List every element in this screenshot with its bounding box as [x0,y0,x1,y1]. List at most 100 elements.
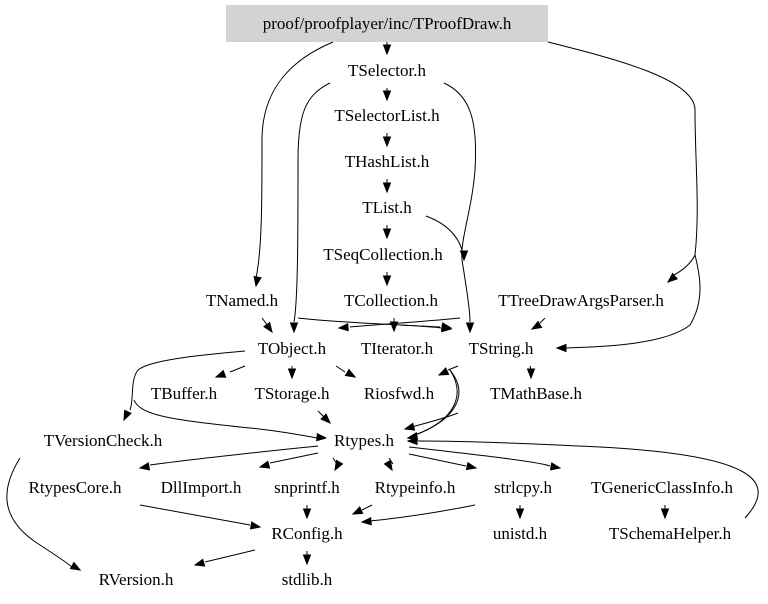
node-label: THashList.h [345,152,430,171]
edge-Rtypeinfo-to-RConfig [351,504,373,515]
arrowhead-icon [660,508,670,520]
edge-line [133,399,318,439]
edge-snprintf-to-RConfig [302,505,312,520]
node-background [36,429,170,451]
node-label: TGenericClassInfo.h [591,478,734,497]
edge-Rtypes-to-strlcpy [408,453,478,471]
node-label: snprintf.h [274,478,340,497]
node-label: DllImport.h [161,478,242,497]
node-label: TString.h [469,339,534,358]
node-TSelectorList[interactable]: TSelectorList.h [320,104,454,126]
edge-line [129,350,246,411]
node-background [142,382,226,404]
arrowhead-icon [406,436,418,446]
edge-TProofDraw-to-TNamed [253,41,334,288]
edge-TProofDraw-to-TTreeDrawArgsParser [547,41,698,283]
node-background [485,382,587,404]
node-background [459,337,543,359]
node-background [346,337,448,359]
node-TIterator[interactable]: TIterator.h [346,337,448,359]
node-label: TVersionCheck.h [44,431,163,450]
arrowhead-icon [441,323,453,333]
node-label: TSeqCollection.h [323,245,443,264]
node-background [150,476,252,498]
node-DllImport[interactable]: DllImport.h [150,476,252,498]
arrowhead-icon [334,459,344,472]
node-TGenericClassInfo[interactable]: TGenericClassInfo.h [579,476,745,498]
node-Riosfwd[interactable]: Riosfwd.h [357,382,441,404]
node-Rtypes[interactable]: Rtypes.h [326,429,402,451]
node-TNamed[interactable]: TNamed.h [204,289,280,311]
node-TBuffer[interactable]: TBuffer.h [142,382,226,404]
arrowhead-icon [403,422,416,431]
node-THashList[interactable]: THashList.h [336,150,438,172]
node-snprintf[interactable]: snprintf.h [261,476,353,498]
edge-TProofDraw-to-TSelector [382,42,392,56]
edge-TTreeDrawArgsParser-to-TString [530,317,546,330]
node-label: TMathBase.h [490,384,583,403]
node-background [482,522,558,544]
node-label: unistd.h [493,524,548,543]
node-TSelector[interactable]: TSelector.h [336,59,438,81]
node-background [250,337,334,359]
edge-RConfig-to-RVersion [193,549,256,567]
node-TSeqCollection[interactable]: TSeqCollection.h [312,243,454,265]
node-label: TBuffer.h [151,384,218,403]
edge-TSelector-to-TString [443,82,477,334]
arrowhead-icon [526,368,536,380]
node-background [261,476,353,498]
arrowhead-icon [666,272,678,283]
node-label: TSelector.h [348,61,426,80]
node-strlcpy[interactable]: strlcpy.h [481,476,565,498]
node-TStorage[interactable]: TStorage.h [246,382,338,404]
nodes-layer: proof/proofplayer/inc/TProofDraw.hTSelec… [20,5,745,590]
edge-TVersionCheck-to-RVersion [6,457,82,571]
arrowhead-icon [320,413,331,424]
node-background [603,522,737,544]
edge-line [6,457,74,569]
node-TSchemaHelper[interactable]: TSchemaHelper.h [603,522,737,544]
node-unistd[interactable]: unistd.h [482,522,558,544]
edge-TString-to-Rtypes [406,369,460,441]
arrowhead-icon [382,136,392,148]
node-TList[interactable]: TList.h [353,196,421,218]
edge-TObject-to-TBuffer [214,365,246,378]
arrowhead-icon [382,44,392,56]
node-Rtypeinfo[interactable]: Rtypeinfo.h [364,476,466,498]
node-background [364,476,466,498]
edge-line [361,504,373,511]
node-TString[interactable]: TString.h [459,337,543,359]
node-label: TTreeDrawArgsParser.h [498,291,664,310]
node-TCollection[interactable]: TCollection.h [332,289,450,311]
node-TProofDraw[interactable]: proof/proofplayer/inc/TProofDraw.h [226,5,548,42]
edge-TString-to-TMathBase [526,365,536,380]
edge-TObject-to-TStorage [287,366,297,380]
node-stdlib[interactable]: stdlib.h [269,568,345,590]
edge-TList-to-TString [425,215,469,262]
arrowhead-icon [287,368,297,380]
arrowhead-icon [123,409,132,422]
edge-line [417,440,759,519]
arrowhead-icon [316,432,328,442]
edge-TSeqCollection-to-TCollection [382,272,392,287]
node-label: TSelectorList.h [334,106,440,125]
node-background [265,522,349,544]
node-RVersion[interactable]: RVersion.h [90,568,182,590]
node-label: TNamed.h [206,291,279,310]
arrowhead-icon [437,367,450,376]
edge-Rtypes-to-snprintf [332,457,344,472]
arrowhead-icon [459,250,469,262]
arrowhead-icon [382,182,392,194]
node-label: RtypesCore.h [28,478,122,497]
node-RConfig[interactable]: RConfig.h [265,522,349,544]
node-label: TCollection.h [344,291,438,310]
node-TObject[interactable]: TObject.h [250,337,334,359]
node-TMathBase[interactable]: TMathBase.h [485,382,587,404]
node-label: Rtypes.h [334,431,394,450]
node-TTreeDrawArgsParser[interactable]: TTreeDrawArgsParser.h [489,289,673,311]
edge-line [204,549,256,563]
edge-TNamed-to-TObject [261,317,273,334]
node-TVersionCheck[interactable]: TVersionCheck.h [36,429,170,451]
node-RtypesCore[interactable]: RtypesCore.h [20,476,130,498]
